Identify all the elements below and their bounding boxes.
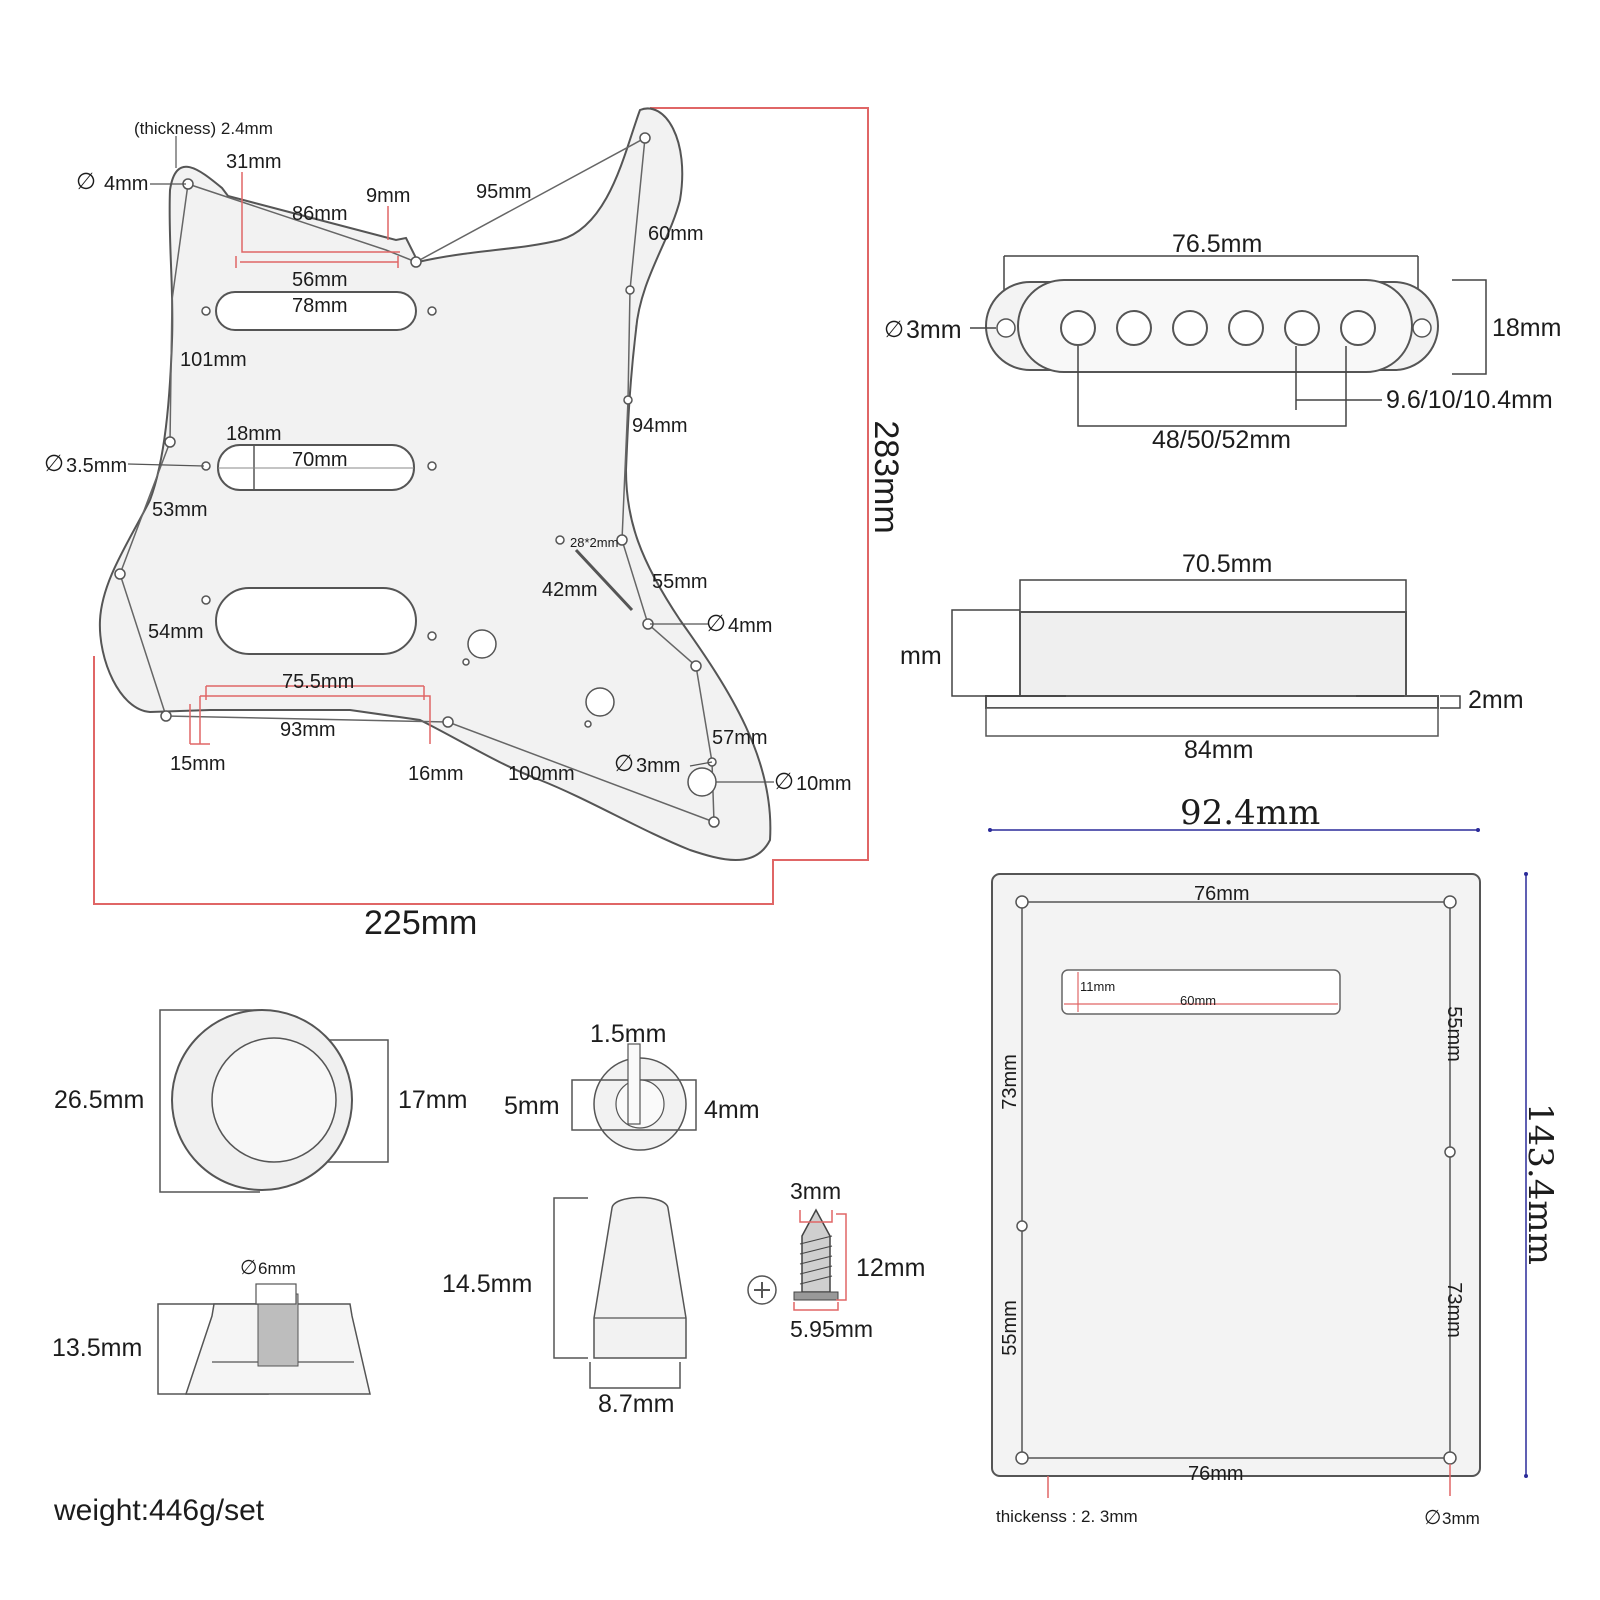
backplate-height-label: 143.4mm	[1520, 1103, 1560, 1265]
diameter-symbol: ∅	[884, 316, 905, 342]
pole-gap-label: 9.6/10/10.4mm	[1386, 386, 1553, 414]
hole-3-5-label: 3.5mm	[66, 455, 128, 477]
dim-54-label: 54mm	[148, 621, 204, 643]
switch-left-label: 5mm	[504, 1092, 560, 1120]
pickup-side-top-label: 70.5mm	[1182, 550, 1273, 578]
backplate-outline	[991, 873, 1481, 1477]
pickguard-height-label: 283mm	[867, 420, 905, 534]
slot-width-label: 60mm	[1180, 993, 1217, 1008]
diameter-symbol: ∅	[76, 168, 97, 194]
pickup-cover	[1017, 279, 1413, 373]
backplate-left-upper-label: 73mm	[999, 1054, 1021, 1110]
pickguard-outline	[98, 107, 772, 861]
switch-tip-drawing	[553, 1196, 687, 1389]
dim-55-label: 55mm	[652, 571, 708, 593]
pickup-base-label: 84mm	[1184, 736, 1254, 764]
tip-width-label: 8.7mm	[598, 1390, 675, 1418]
tip-height-label: 14.5mm	[442, 1270, 533, 1298]
pickguard-thickness-label: (thickness) 2.4mm	[134, 119, 273, 138]
dim-70-label: 70mm	[292, 449, 348, 471]
dim-18-label: 18mm	[226, 423, 282, 445]
dim-94-label: 94mm	[632, 415, 688, 437]
diameter-symbol: ∅	[706, 610, 727, 636]
pickguard-width-label: 225mm	[364, 904, 478, 942]
bridge-pickup-cutout	[215, 587, 417, 655]
hole-4-label: 4mm	[728, 615, 773, 637]
pole-span-label: 48/50/52mm	[1152, 426, 1291, 454]
backplate-left-lower-label: 55mm	[999, 1300, 1021, 1356]
dim-101-label: 101mm	[180, 349, 247, 371]
pickguard-screw-holes	[114, 132, 720, 828]
dim-16-label: 16mm	[408, 763, 464, 785]
backplate-right-upper-label: 55mm	[1443, 1006, 1465, 1062]
pickguard-drawing	[93, 107, 869, 905]
pickup-top-view	[970, 255, 1487, 427]
dim-53-label: 53mm	[152, 499, 208, 521]
dim-15-label: 15mm	[170, 753, 226, 775]
knob-diameter-label: 6mm	[258, 1259, 296, 1278]
hole-10-label: 10mm	[796, 773, 852, 795]
diameter-symbol: ∅	[44, 450, 65, 476]
dim-56-label: 56mm	[292, 269, 348, 291]
dim-78-label: 78mm	[292, 295, 348, 317]
switch-top-label: 1.5mm	[590, 1020, 667, 1048]
dim-60-label: 60mm	[648, 223, 704, 245]
hole-3-label: 3mm	[636, 755, 681, 777]
backplate-screw-frame	[1021, 901, 1451, 1459]
diameter-symbol: ∅	[240, 1257, 258, 1279]
pickup-height-label: 18mm	[1492, 314, 1562, 342]
dim-57-label: 57mm	[712, 727, 768, 749]
jack-outer-label: 26.5mm	[54, 1086, 145, 1114]
dim-100-label: 100mm	[508, 763, 575, 785]
diameter-symbol: ∅	[774, 768, 795, 794]
screw-head-label: 3mm	[790, 1178, 842, 1204]
weight-label: weight:446g/set	[54, 1494, 265, 1527]
screw-length-label: 12mm	[856, 1254, 926, 1282]
backplate-width-label: 92.4mm	[1180, 793, 1321, 833]
diameter-symbol: ∅	[614, 750, 635, 776]
dim-93-label: 93mm	[280, 719, 336, 741]
backplate-bottom-span-label: 76mm	[1188, 1463, 1244, 1485]
knob-drawing	[157, 1283, 371, 1395]
backplate-top-span-label: 76mm	[1194, 883, 1250, 905]
pickup-side-body	[1019, 611, 1407, 697]
jack-inner-label: 17mm	[398, 1086, 468, 1114]
pickup-side-view	[951, 579, 1461, 737]
pickup-flange-label: 2mm	[1468, 686, 1524, 714]
dim-31-label: 31mm	[226, 151, 282, 173]
backplate-drawing	[988, 828, 1528, 1498]
pickguard-bounding-dimension	[93, 107, 869, 905]
backplate-screw-holes	[1015, 895, 1457, 1465]
dim-42-label: 42mm	[542, 579, 598, 601]
dim-86-label: 86mm	[292, 203, 348, 225]
diameter-symbol: ∅	[1424, 1507, 1442, 1529]
pole-pieces	[1060, 310, 1376, 346]
backplate-slot	[1061, 969, 1341, 1015]
dim-9-label: 9mm	[366, 185, 411, 207]
backplate-hole-label: 3mm	[1442, 1509, 1480, 1528]
pickup-side-height-label: mm	[900, 642, 942, 670]
jack-plate-drawing	[159, 1009, 389, 1193]
screw-drawing	[747, 1208, 847, 1311]
hole-top-left-label: 4mm	[104, 173, 149, 195]
switch-right-label: 4mm	[704, 1096, 760, 1124]
control-holes	[462, 629, 717, 797]
backplate-right-lower-label: 73mm	[1443, 1282, 1465, 1338]
pickup-hole-label: 3mm	[906, 316, 962, 344]
dim-95-label: 95mm	[476, 181, 532, 203]
slot-height-label: 11mm	[1080, 979, 1116, 994]
backplate-thickness-label: thickenss : 2. 3mm	[996, 1507, 1138, 1526]
dim-75-5-label: 75.5mm	[282, 671, 355, 693]
knob-height-label: 13.5mm	[52, 1334, 143, 1362]
pickup-width-label: 76.5mm	[1172, 230, 1263, 258]
neck-pickup-cutout	[215, 291, 417, 331]
screw-base-label: 5.95mm	[790, 1316, 874, 1342]
switch-drawing	[571, 1043, 697, 1151]
pickup-side-flange	[985, 695, 1439, 709]
slot-size-label: 28*2mm	[570, 535, 619, 550]
